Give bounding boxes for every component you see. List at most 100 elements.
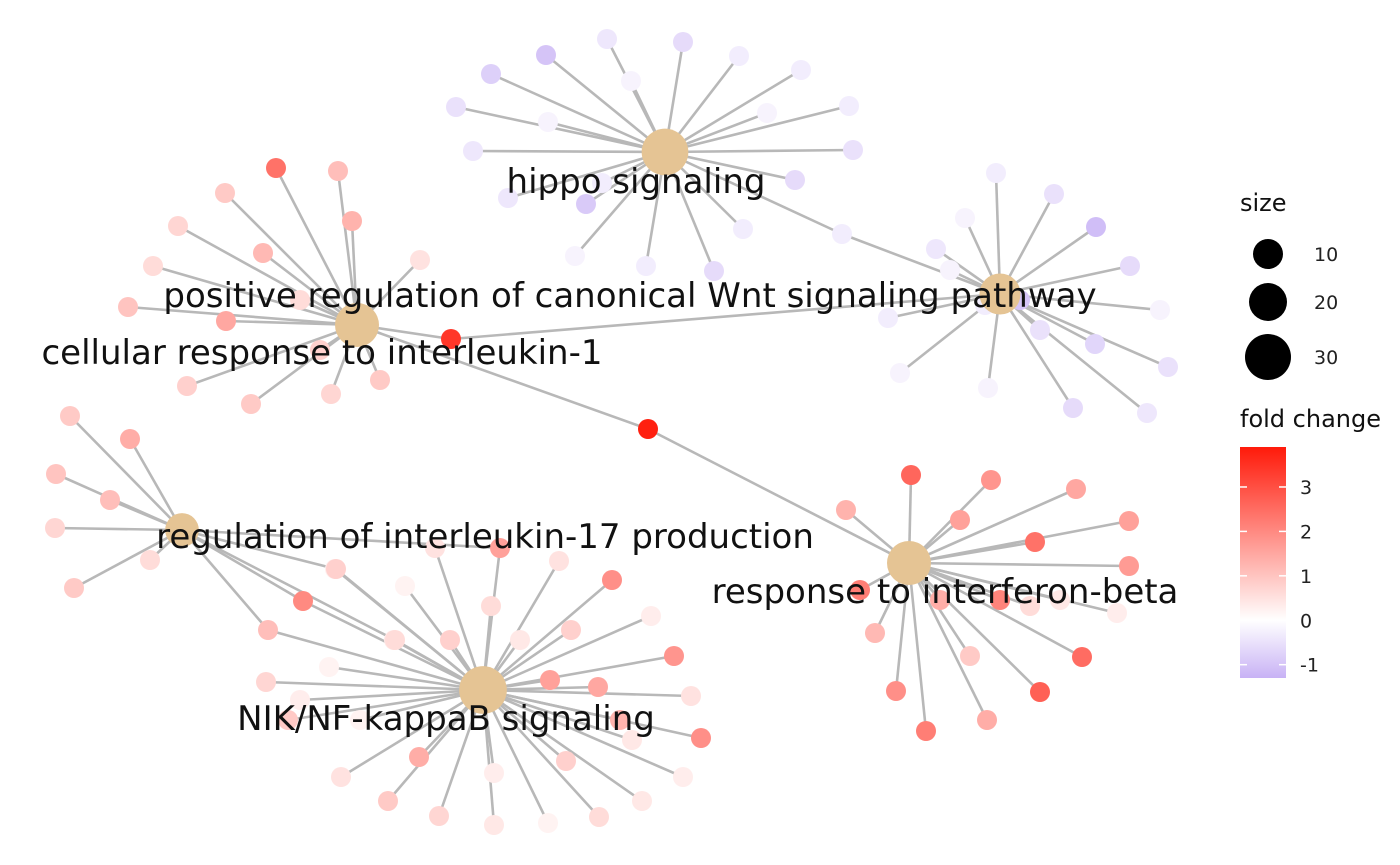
edge-il1-2 (224, 192, 358, 326)
category-node-layer (165, 128, 1021, 714)
shared-gene-node-5 (832, 224, 852, 244)
gene-node-wnt-7 (1085, 334, 1105, 354)
edge-ifnb-12 (908, 562, 1041, 693)
gene-node-hippo-18 (704, 261, 724, 281)
gene-node-il1-4 (168, 216, 188, 236)
gene-node-wnt-5 (1120, 256, 1140, 276)
gene-node-nik-9 (664, 646, 684, 666)
shared-gene-node-6 (490, 538, 510, 558)
fold-change-colorbar (1240, 447, 1286, 678)
gene-node-wnt-10 (1063, 398, 1083, 418)
gene-node-nik-5 (481, 596, 501, 616)
gene-node-ifnb-3 (836, 500, 856, 520)
edge-il17-0 (69, 415, 183, 531)
shared-gene-node-2 (293, 591, 313, 611)
gene-node-nik-19 (331, 767, 351, 787)
gene-node-hippo-4 (481, 64, 501, 84)
gene-node-nik-7 (561, 620, 581, 640)
gene-node-il1-15 (370, 370, 390, 390)
gene-node-hippo-19 (785, 170, 805, 190)
edge-il1-4 (177, 224, 358, 327)
gene-node-nik-10 (319, 657, 339, 677)
size-legend-label-30: 30 (1314, 347, 1338, 369)
gene-node-hippo-14 (498, 188, 518, 208)
shared-gene-node-7 (385, 630, 405, 650)
gene-node-hippo-17 (636, 256, 656, 276)
gene-node-hippo-13 (576, 194, 596, 214)
gene-node-hippo-10 (757, 103, 777, 123)
gene-node-hippo-1 (536, 45, 556, 65)
gene-node-il1-13 (290, 290, 310, 310)
shared-gene-node-4 (326, 559, 346, 579)
gene-node-ifnb-0 (901, 465, 921, 485)
gene-node-nik-6 (641, 606, 661, 626)
edge-ifnb-14 (907, 562, 989, 721)
shared-gene-node-3 (258, 620, 278, 640)
edge-nik-19 (340, 688, 484, 779)
gene-node-ifnb-10 (865, 623, 885, 643)
edge-nik-24 (482, 689, 600, 818)
size-legend-dot-30 (1245, 334, 1291, 380)
edge-nik-23 (387, 689, 484, 802)
category-label-il1: cellular response to interleukin-1 (41, 333, 602, 373)
gene-node-ifnb-19 (930, 590, 950, 610)
gene-node-nik-26 (429, 806, 449, 826)
gene-node-nik-16 (691, 728, 711, 748)
gene-node-ifnb-9 (1107, 603, 1127, 623)
gene-node-wnt-4 (926, 239, 946, 259)
edge-il17-4 (73, 528, 183, 590)
gene-node-nik-13 (681, 686, 701, 706)
gene-node-wnt-17 (940, 260, 960, 280)
colorbar-tick-label-2: 1 (1300, 566, 1312, 588)
size-legend-title: size (1240, 189, 1287, 217)
gene-node-wnt-2 (955, 208, 975, 228)
gene-node-ifnb-13 (886, 681, 906, 701)
gene-node-ifnb-2 (1066, 479, 1086, 499)
edge-il1-1 (336, 170, 359, 326)
edge-ifnb-20 (908, 561, 1061, 602)
fold-change-legend-title: fold change (1240, 405, 1381, 433)
edge-wnt-10 (998, 293, 1075, 409)
edge-shared-5-hippo (664, 150, 843, 236)
gene-node-hippo-6 (791, 60, 811, 80)
gene-node-il1-5 (253, 243, 273, 263)
gene-node-wnt-3 (1086, 217, 1106, 237)
gene-node-nik-1 (549, 551, 569, 571)
gene-node-hippo-5 (621, 71, 641, 91)
shared-gene-node-1 (441, 329, 461, 349)
edge-nik-6 (482, 614, 652, 692)
gene-node-il1-6 (410, 250, 430, 270)
gene-node-il17-4 (64, 578, 84, 598)
edge-shared-7-il17 (181, 528, 396, 642)
edge-nik-11 (265, 680, 484, 692)
gene-node-nik-20 (484, 763, 504, 783)
gene-node-wnt-1 (1044, 184, 1064, 204)
gene-node-nik-3 (602, 570, 622, 590)
edge-wnt-8 (999, 292, 1169, 369)
edge-shared-1-wnt (450, 292, 1001, 341)
category-label-layer: hippo signaling positive regulation of c… (41, 162, 1178, 739)
colorbar-tick-label-1: 2 (1300, 521, 1312, 543)
edge-shared-3-il17 (181, 529, 269, 631)
edge-hippo-1 (545, 53, 666, 154)
gene-node-hippo-7 (446, 97, 466, 117)
gene-node-wnt-12 (890, 363, 910, 383)
category-node-il1 (335, 303, 379, 347)
edge-hippo-6 (664, 68, 802, 154)
edge-nik-0 (433, 547, 485, 691)
gene-node-nik-22 (632, 791, 652, 811)
edge-il1-10 (186, 323, 358, 388)
colorbar-tick-label-0: 3 (1300, 477, 1312, 499)
size-legend-dot-10 (1253, 239, 1283, 269)
edge-shared-3-nik (267, 628, 484, 692)
category-node-hippo (641, 128, 689, 176)
gene-node-ifnb-12 (1030, 682, 1050, 702)
edge-nik-21 (482, 688, 684, 779)
gene-node-ifnb-8 (1072, 647, 1092, 667)
gene-node-hippo-0 (597, 29, 617, 49)
edge-hippo-8 (664, 104, 850, 154)
gene-node-il17-2 (46, 464, 66, 484)
